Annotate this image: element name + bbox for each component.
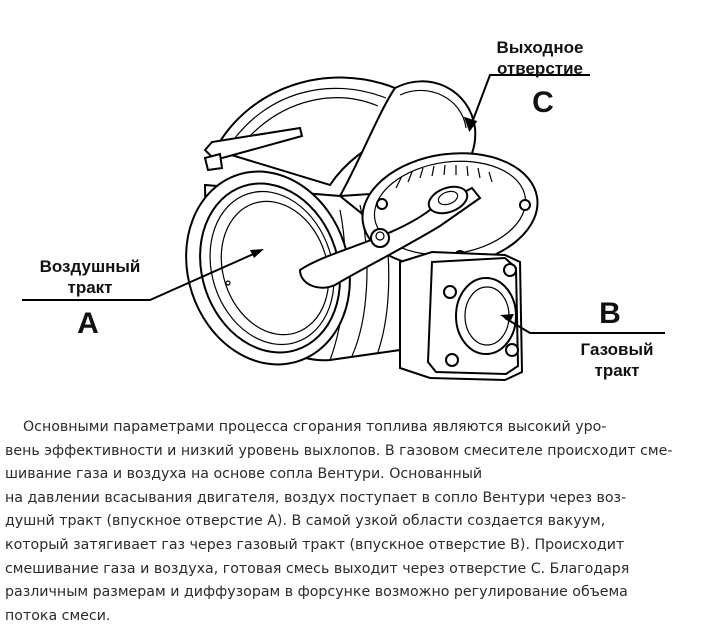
air-inlet-opening xyxy=(185,170,351,366)
label-a-line2: тракт xyxy=(68,278,113,297)
label-b-line2: тракт xyxy=(595,361,640,380)
gas-inlet-flange xyxy=(399,250,524,382)
caption-line: на давлении всасывания двигателя, воздух… xyxy=(5,489,627,506)
label-c-letter: C xyxy=(532,86,554,119)
label-a: Воздушный тракт A xyxy=(40,257,141,340)
label-c-line2: отверстие xyxy=(497,59,583,78)
caption-line: смешивание газа и воздуха, готовая смесь… xyxy=(5,560,630,577)
label-b: B Газовый тракт xyxy=(581,297,654,380)
label-a-letter: A xyxy=(77,307,99,340)
caption-line: шивание газа и воздуха на основе сопла В… xyxy=(5,466,483,483)
gas-mixer-diagram: Выходное отверстие C Воздушный тракт A B… xyxy=(22,38,665,382)
throttle-dial xyxy=(298,152,539,289)
caption-line: душнй тракт (впускное отверстие А). В са… xyxy=(5,513,606,530)
label-c-line1: Выходное xyxy=(497,38,584,57)
description-paragraph: Основными параметрами процесса сгорания … xyxy=(5,416,695,628)
caption-line: различным размерам и диффузорам в форсун… xyxy=(5,584,628,601)
label-b-line1: Газовый xyxy=(581,340,654,359)
leader-lines xyxy=(22,74,665,334)
label-a-line1: Воздушный xyxy=(40,257,141,276)
caption-line: Основными параметрами процесса сгорания … xyxy=(23,419,607,435)
caption-line: вень эффективности и низкий уровень выхл… xyxy=(5,442,673,459)
caption-line: потока смеси. xyxy=(5,607,111,624)
label-c: Выходное отверстие C xyxy=(497,38,584,119)
label-b-letter: B xyxy=(599,297,621,330)
caption-line: который затягивает газ через газовый тра… xyxy=(5,536,625,553)
